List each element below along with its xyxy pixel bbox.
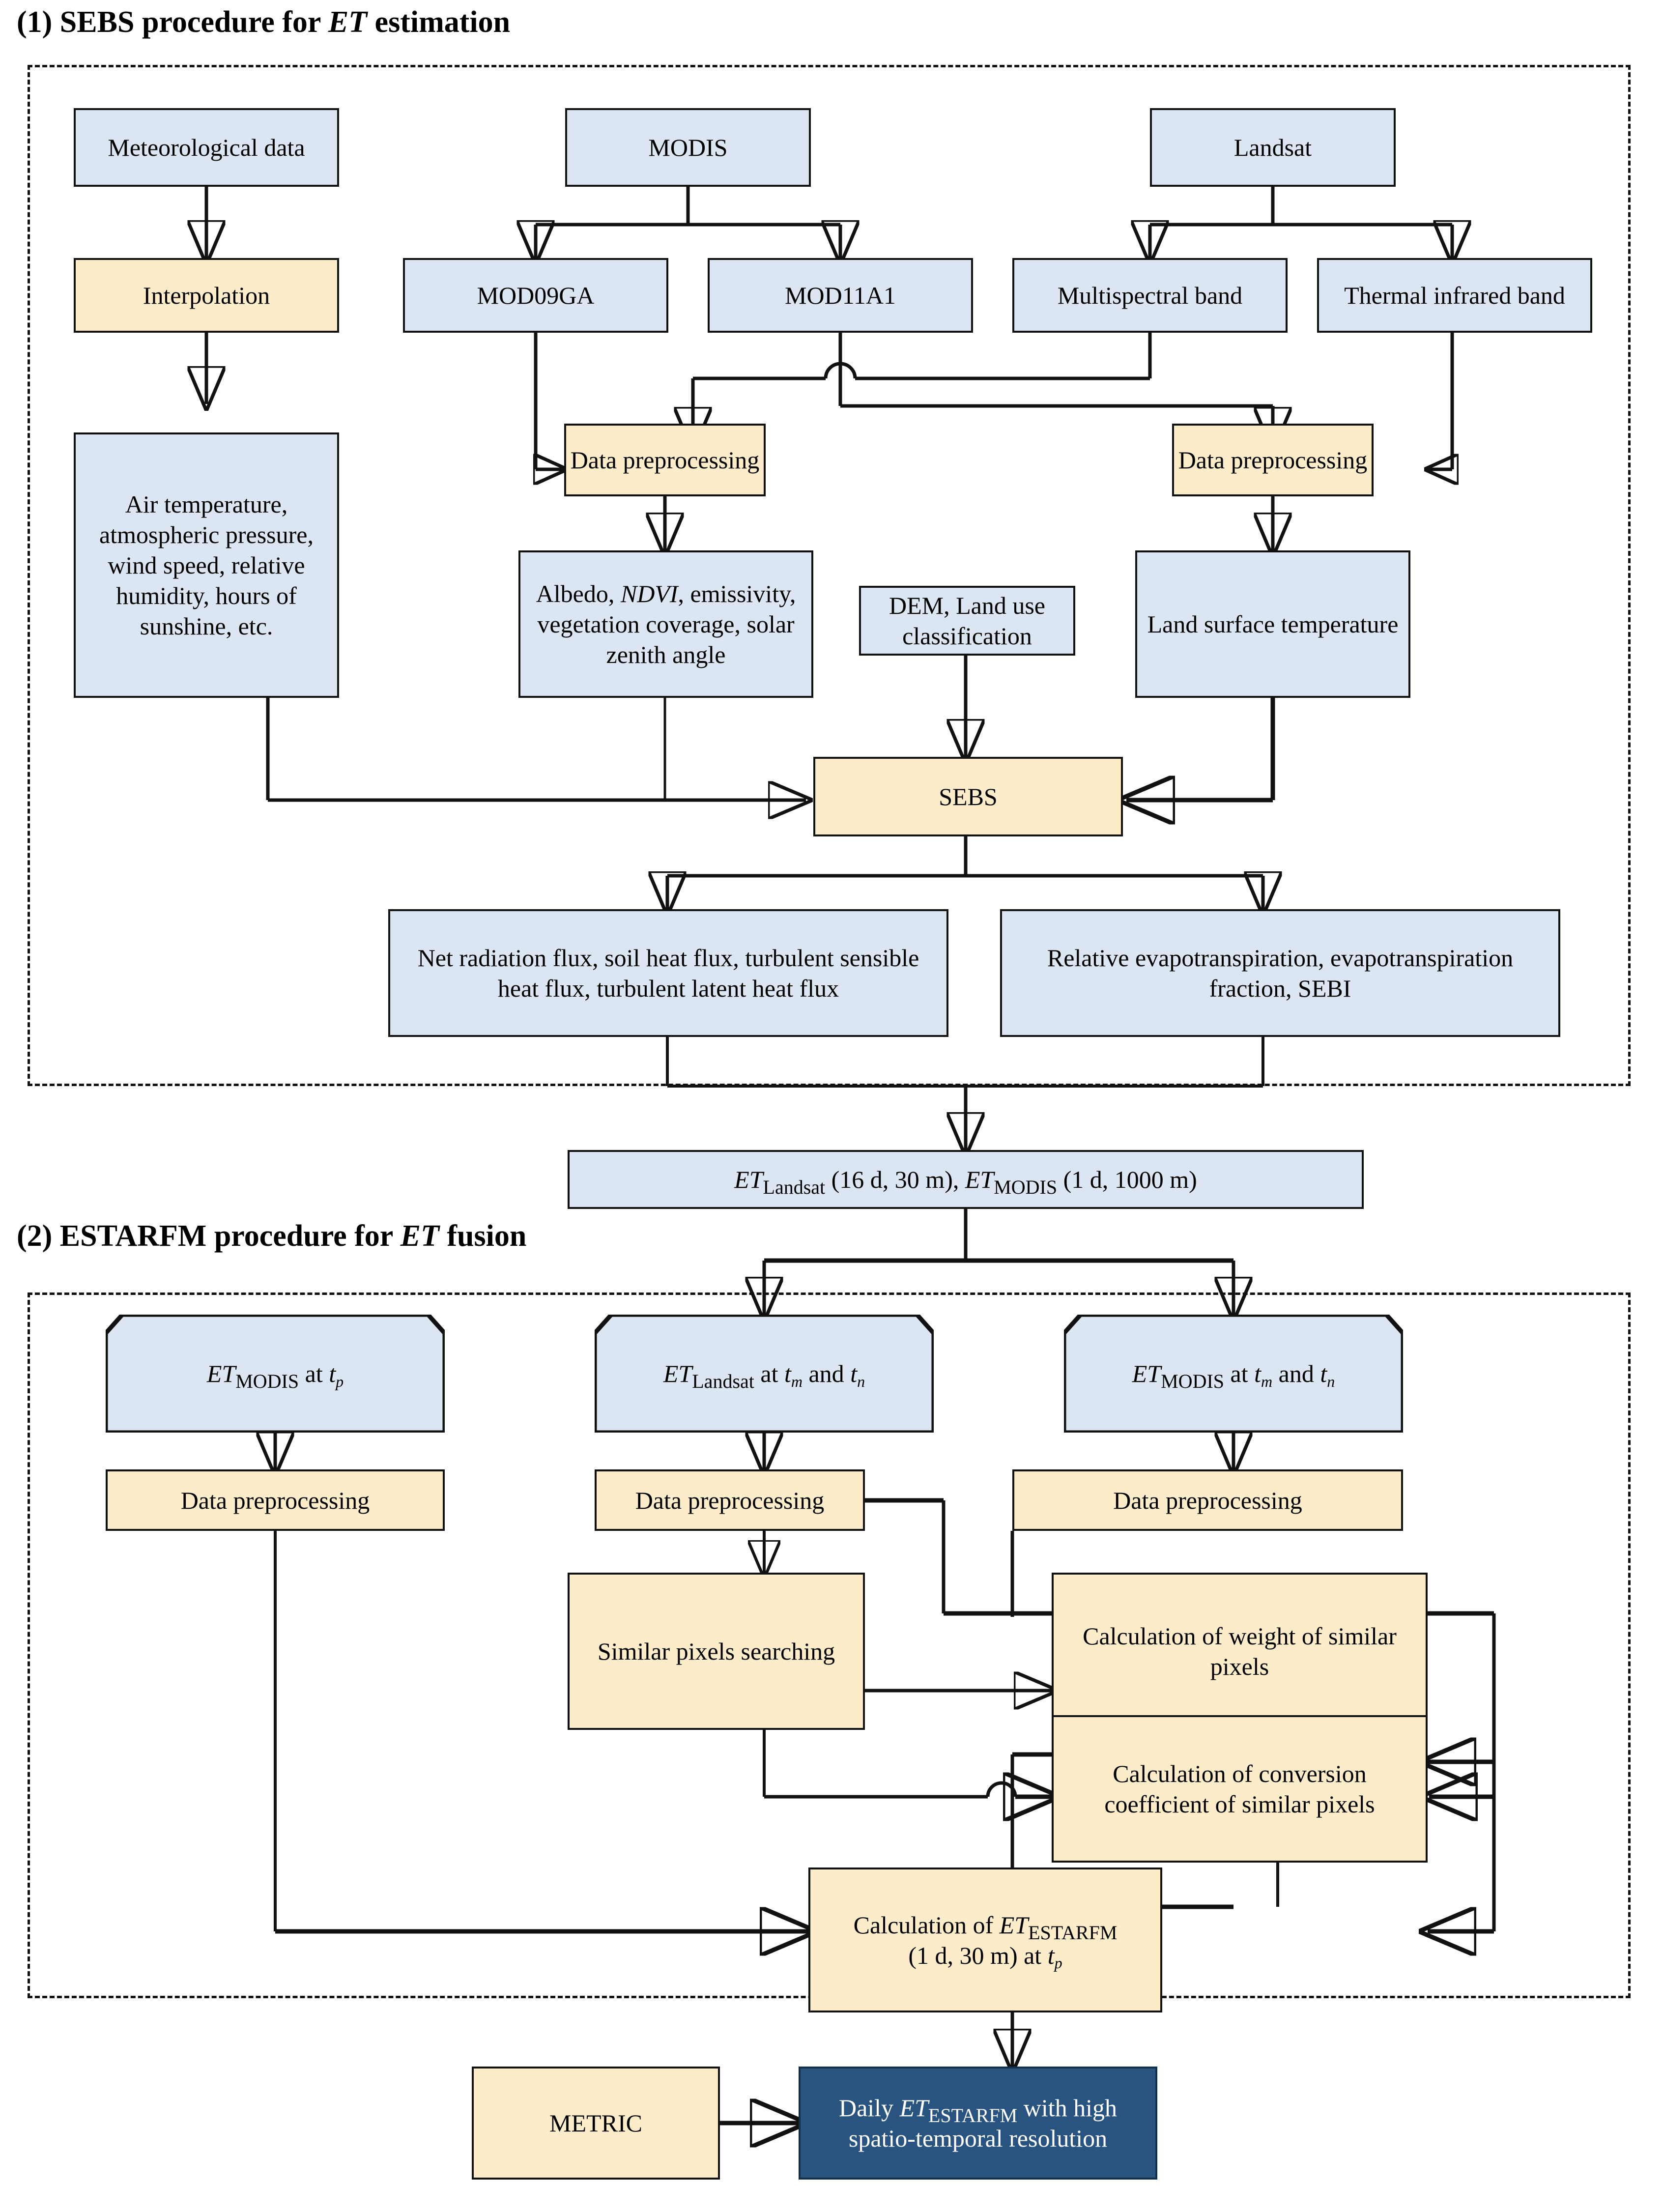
et-landsat-t2: t [850,1360,858,1387]
calc-estarfm-sub: ESTARFM [1028,1921,1118,1944]
node-mod11a1[interactable]: MOD11A1 [708,258,973,333]
calc-estarfm-line1: Calculation of ETESTARFM [853,1910,1118,1944]
et-modis2-et: ET [1132,1360,1161,1387]
calc-estarfm-t: t [1047,1941,1055,1969]
et-landsat-sub: Landsat [692,1370,754,1392]
node-data-preprocessing-modis[interactable]: Data preprocessing [564,424,766,496]
node-relative-et-outputs[interactable]: Relative evapotranspiration, evapotransp… [1000,909,1560,1037]
daily-et-et: ET [899,2094,928,2122]
node-dem-landuse[interactable]: DEM, Land use classification [859,586,1075,656]
et-modis2-at: at [1224,1360,1255,1387]
et-landsat-t1sub: m [791,1372,803,1390]
pentagon-shape-2 [595,1315,934,1433]
et-modis-tp-sub: MODIS [235,1370,299,1392]
et-landsat-at: at [754,1360,784,1387]
section-2-title: (2) ESTARFM procedure for ET fusion [17,1219,526,1254]
et-modis2-and: and [1272,1360,1320,1387]
et-products-mid1: (16 d, 30 m), [825,1166,965,1193]
et-landsat-et: ET [663,1360,692,1387]
section-2-title-post: fusion [439,1219,527,1253]
node-land-surface-temperature[interactable]: Land surface temperature [1135,550,1410,698]
node-thermal-infrared-band[interactable]: Thermal infrared band [1317,258,1592,333]
et-products-mid2: (1 d, 1000 m) [1057,1166,1197,1193]
node-et-modis-tp[interactable]: ETMODIS at tp [106,1315,445,1433]
albedo-ndvi: NDVI [620,580,678,607]
section-2-title-em: ET [400,1219,439,1253]
albedo-text: Albedo, NDVI, emissivity, vegetation cov… [524,578,807,670]
calc-estarfm-tsub: p [1054,1954,1062,1972]
node-et-landsat-tm-tn[interactable]: ETLandsat at tm and tn [595,1315,934,1433]
node-landsat[interactable]: Landsat [1150,108,1396,187]
daily-et-pre: Daily [838,2094,900,2122]
albedo-b: , emissivity, vegetation coverage, solar… [537,580,796,668]
node-flux-outputs[interactable]: Net radiation flux, soil heat flux, turb… [388,909,948,1037]
node-sebs[interactable]: SEBS [813,757,1123,836]
section-2-title-pre: (2) ESTARFM procedure for [17,1219,401,1253]
node-calculation-of-weight[interactable]: Calculation of weight of similar pixels [1052,1573,1428,1730]
calc-estarfm-line2: (1 d, 30 m) at tp [908,1940,1062,1972]
section-1-title-pre: (1) SEBS procedure for [17,5,328,39]
et-landsat-t1: t [784,1360,791,1387]
node-mod09ga[interactable]: MOD09GA [403,258,668,333]
et-products-text: ETLandsat (16 d, 30 m), ETMODIS (1 d, 10… [734,1164,1197,1198]
calc-estarfm-et: ET [999,1911,1029,1939]
calc-estarfm-line2a: (1 d, 30 m) at [908,1941,1048,1969]
section-1-title-post: estimation [367,5,511,39]
daily-et-post: with high [1017,2094,1118,2122]
node-data-preprocessing-2[interactable]: Data preprocessing [595,1469,865,1531]
node-interpolation[interactable]: Interpolation [74,258,339,333]
pentagon-shape-1 [106,1315,445,1433]
node-similar-pixels-searching[interactable]: Similar pixels searching [568,1573,865,1730]
node-et-modis-tm-tn[interactable]: ETMODIS at tm and tn [1064,1315,1403,1433]
et-products-sub2: MODIS [994,1176,1058,1198]
daily-et-line1: Daily ETESTARFM with high [838,2093,1118,2126]
et-modis2-sub: MODIS [1161,1370,1225,1392]
et-landsat-t2sub: n [857,1372,865,1390]
section-1-title: (1) SEBS procedure for ET estimation [17,5,510,40]
et-modis-tp-text: ETMODIS at tp [106,1358,445,1392]
node-data-preprocessing-1[interactable]: Data preprocessing [106,1469,445,1531]
et-products-et1: ET [734,1166,763,1193]
daily-et-sub: ESTARFM [928,2104,1018,2126]
node-meteorological-data[interactable]: Meteorological data [74,108,339,187]
node-daily-et-estarfm[interactable]: Daily ETESTARFM with high spatio-tempora… [799,2067,1157,2180]
calc-estarfm-pre: Calculation of [853,1911,1000,1939]
node-data-preprocessing-landsat[interactable]: Data preprocessing [1172,424,1374,496]
et-modis-tp-at: at [299,1360,329,1387]
et-landsat-tm-tn-text: ETLandsat at tm and tn [595,1358,934,1392]
node-et-products[interactable]: ETLandsat (16 d, 30 m), ETMODIS (1 d, 10… [568,1150,1364,1209]
et-landsat-and: and [802,1360,851,1387]
node-metric[interactable]: METRIC [472,2067,720,2180]
node-multispectral-band[interactable]: Multispectral band [1012,258,1288,333]
et-modis-tp-t: t [329,1360,336,1387]
et-modis-tp-et: ET [206,1360,236,1387]
node-calculation-of-conversion-coefficient[interactable]: Calculation of conversion coefficient of… [1052,1715,1428,1863]
et-modis2-t2sub: n [1327,1372,1335,1390]
et-modis-tp-tsub: p [336,1372,344,1390]
daily-et-line2: spatio-temporal resolution [848,2125,1108,2152]
section-1-title-em: ET [328,5,368,39]
node-modis[interactable]: MODIS [565,108,811,187]
pentagon-shape-3 [1064,1315,1403,1433]
et-modis2-t2: t [1320,1360,1327,1387]
node-albedo-ndvi-etc[interactable]: Albedo, NDVI, emissivity, vegetation cov… [518,550,813,698]
node-air-temperature-variables[interactable]: Air temperature, atmospheric pressure, w… [74,432,339,698]
albedo-a: Albedo, [536,580,621,607]
et-products-et2: ET [965,1166,994,1193]
et-products-sub1: Landsat [763,1176,826,1198]
et-modis-tm-tn-text: ETMODIS at tm and tn [1064,1358,1403,1392]
et-modis2-t1: t [1254,1360,1262,1387]
node-data-preprocessing-3[interactable]: Data preprocessing [1012,1469,1403,1531]
node-calculation-of-et-estarfm[interactable]: Calculation of ETESTARFM (1 d, 30 m) at … [808,1867,1162,2012]
et-modis2-t1sub: m [1261,1372,1273,1390]
